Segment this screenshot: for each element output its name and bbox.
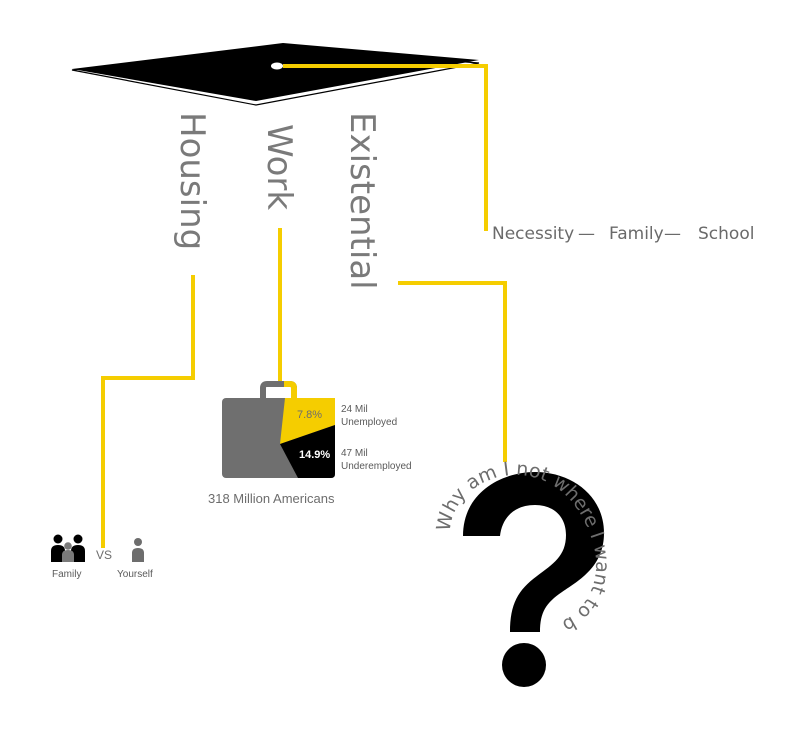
underemployed-pct: 14.9% [299, 449, 330, 461]
vs-label: VS [96, 548, 112, 562]
briefcase-chart [222, 381, 335, 478]
underemployed-count: 47 Mil [341, 448, 368, 459]
flow-family: Family [609, 224, 664, 244]
population-label: 318 Million Americans [208, 491, 335, 506]
flow-dash-1: — [578, 224, 595, 244]
yourself-label: Yourself [117, 569, 153, 580]
unemployed-count: 24 Mil [341, 404, 368, 415]
path-flow: Necessity — Family — School [492, 224, 754, 244]
unemployed-pct: 7.8% [297, 409, 322, 421]
graduation-cap-icon [71, 43, 480, 106]
family-label: Family [52, 569, 81, 580]
family-icon [51, 534, 85, 562]
question-mark-icon [463, 472, 604, 687]
tassel-connector [283, 64, 488, 231]
housing-connector [101, 275, 195, 548]
handle-accent [284, 381, 297, 398]
flow-dash-2: — [664, 224, 681, 244]
work-label: Work [259, 124, 299, 210]
person-icon [132, 538, 144, 562]
unemployed-label: Unemployed [341, 417, 397, 428]
flow-necessity: Necessity [492, 224, 574, 244]
unemployed-slice [280, 398, 335, 444]
existential-label: Existential [342, 112, 382, 290]
housing-label: Housing [172, 112, 212, 250]
underemployed-label: Underemployed [341, 461, 412, 472]
existential-connector [398, 281, 507, 462]
underemployed-slice [280, 425, 335, 478]
flow-school: School [698, 224, 754, 244]
